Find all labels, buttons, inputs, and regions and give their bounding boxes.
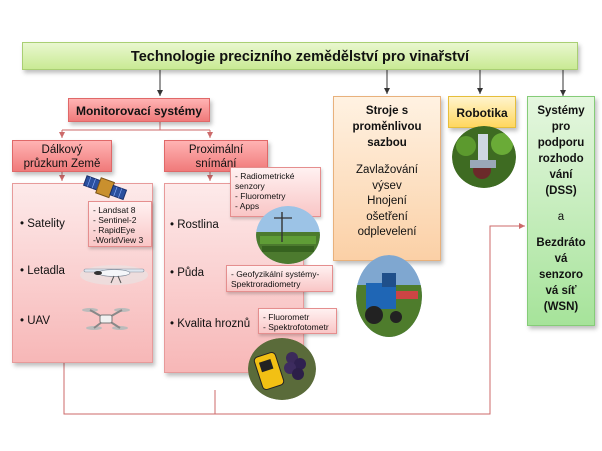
soil-sensors-callout: - Geofyzikální systémy- Spektroradiometr… — [226, 265, 333, 292]
vineyard-photo — [256, 206, 320, 264]
grape-sensors-callout: - Fluorometr - Spektrofotometr — [258, 308, 337, 334]
robot-photo — [452, 126, 516, 188]
machines-title: Stroje s proměnlivou sazbou — [352, 105, 422, 149]
proximal-item-grape-quality: • Kvalita hroznů — [170, 318, 251, 330]
dss-label: Systémy pro podporu rozhodo vání (DSS) — [537, 105, 585, 197]
drone-icon — [82, 308, 130, 330]
dss-wsn-box: Systémy pro podporu rozhodo vání (DSS) a… — [527, 96, 595, 326]
diagram-title: Technologie precizního zemědělství pro v… — [22, 42, 578, 70]
remote-item-uav: • UAV — [20, 315, 51, 327]
vine-tractor-photo — [356, 255, 422, 337]
proximal-item-soil: • Půda — [170, 267, 205, 279]
satellites-callout: - Landsat 8 - Sentinel-2 - RapidEye -Wor… — [88, 201, 152, 247]
machines-operations: Zavlažování výsev Hnojení ošetření odple… — [355, 164, 418, 238]
remote-sensing-box: Dálkový průzkum Země — [12, 140, 112, 172]
robotics-box: Robotika — [448, 96, 516, 128]
and-label: a — [557, 211, 565, 223]
satellite-icon — [82, 175, 128, 201]
remote-item-satellites: • Satelity — [20, 218, 65, 230]
monitoring-systems-box: Monitorovací systémy — [68, 98, 210, 122]
airplane-icon — [80, 265, 148, 285]
grape-analyzer-photo — [248, 338, 316, 400]
proximal-item-plant: • Rostlina — [170, 219, 219, 231]
proximal-sensing-box: Proximální snímání — [164, 140, 268, 172]
remote-item-aircraft: • Letadla — [20, 265, 65, 277]
variable-rate-machines-box: Stroje s proměnlivou sazbou Zavlažování … — [333, 96, 441, 261]
wsn-label: Bezdráto vá senzoro vá síť (WSN) — [536, 237, 586, 313]
